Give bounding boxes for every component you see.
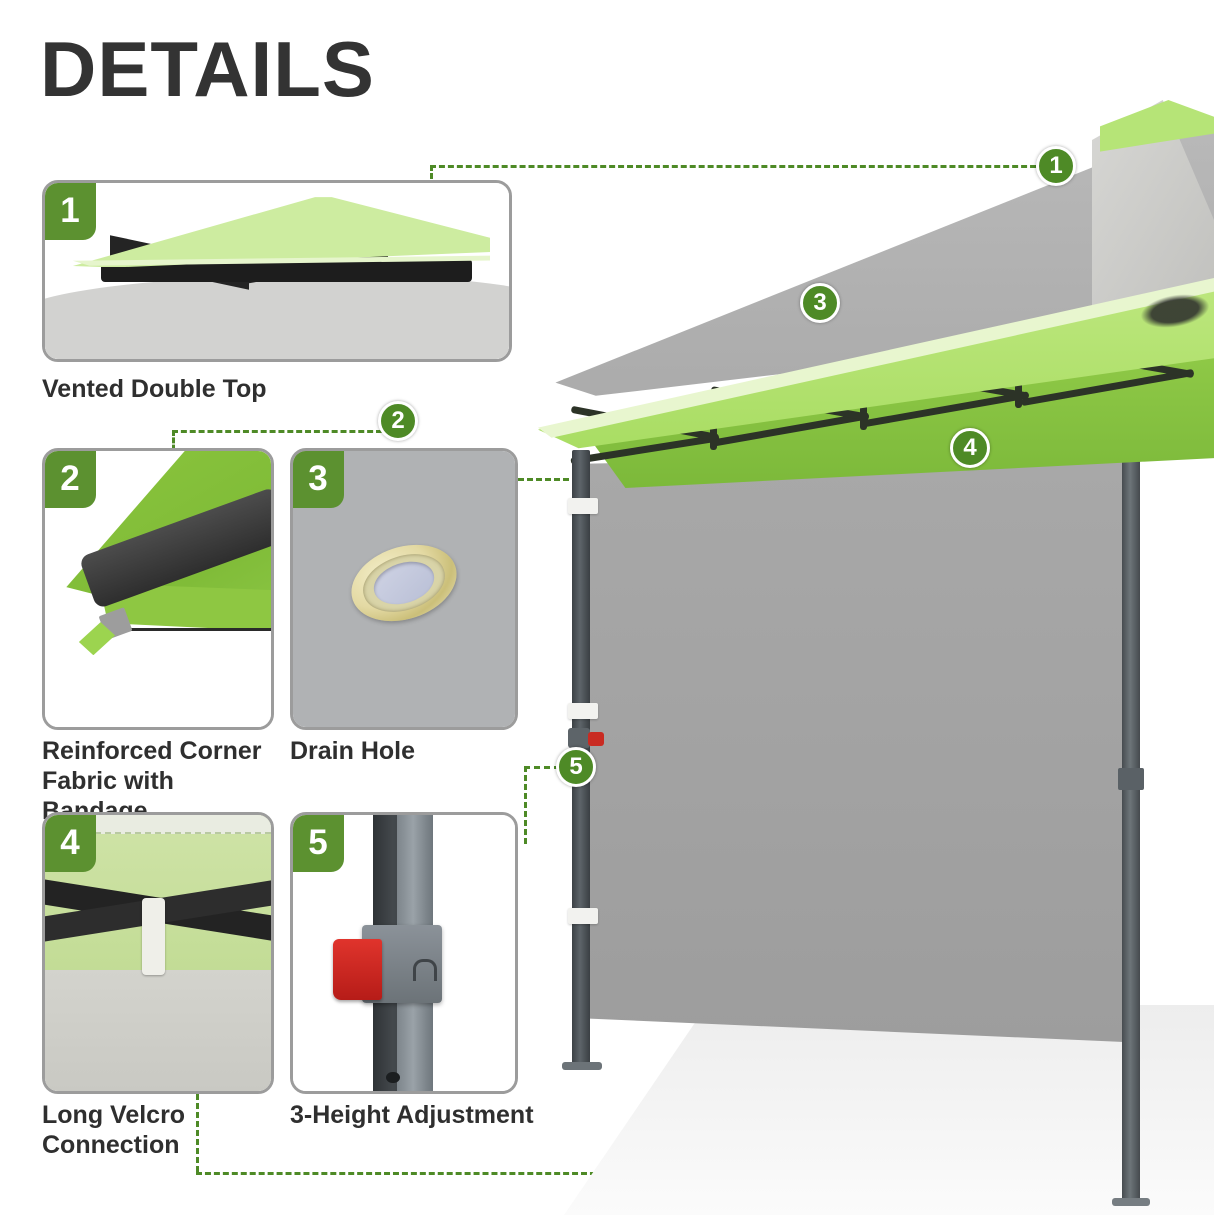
feature-panel-2[interactable]: 2 [42, 448, 274, 730]
leg-red-latch [588, 732, 604, 746]
feature-caption-5: 3-Height Adjustment [290, 1101, 534, 1129]
feature-caption-4-line1: Long Velcro [42, 1101, 186, 1129]
connector-4-vertical-left [196, 1094, 199, 1172]
red-latch-button [332, 939, 382, 1000]
vented-double-top-image [45, 183, 509, 359]
product-marker-5[interactable]: 5 [556, 747, 596, 787]
grommet-icon [341, 532, 467, 635]
connector-2-horizontal [172, 430, 382, 433]
connector-1-horizontal [430, 165, 1045, 168]
leg-velcro-strap-top [568, 498, 598, 514]
feature-panel-1[interactable]: 1 [42, 180, 512, 362]
feature-panel-3[interactable]: 3 [290, 448, 518, 730]
feature-caption-4-line2: Connection [42, 1131, 180, 1159]
feature-caption-1: Vented Double Top [42, 375, 267, 403]
product-marker-4[interactable]: 4 [950, 428, 990, 468]
product-marker-2[interactable]: 2 [378, 401, 418, 441]
feature-panel-4[interactable]: 4 [42, 812, 274, 1094]
feature-caption-2-line1: Reinforced Corner [42, 737, 262, 765]
panel-badge-1: 1 [45, 183, 96, 240]
panel-badge-4: 4 [45, 815, 96, 872]
product-marker-3[interactable]: 3 [800, 283, 840, 323]
panel-badge-3: 3 [293, 451, 344, 508]
feature-caption-3: Drain Hole [290, 737, 416, 765]
velcro-strap [142, 897, 165, 976]
connector-2-vertical [172, 430, 175, 458]
panel-badge-5: 5 [293, 815, 344, 872]
leg-velcro-strap-bottom [568, 908, 598, 924]
product-illustration [500, 100, 1214, 1215]
connector-4-horizontal [196, 1172, 972, 1175]
panel-badge-2: 2 [45, 451, 96, 508]
leg-latch-housing [568, 728, 590, 748]
feature-panel-5[interactable]: 5 [290, 812, 518, 1094]
leg-velcro-strap-middle [568, 703, 598, 719]
page-title: DETAILS [40, 25, 375, 113]
connector-5-vertical [524, 766, 527, 844]
canopy-leg-right [1122, 460, 1140, 1205]
canopy-sidewall [584, 452, 1124, 1042]
connector-5-horizontal [524, 766, 560, 769]
hook-icon [412, 958, 437, 981]
feature-caption-4: Long Velcro Connection [42, 1100, 202, 1160]
product-marker-1[interactable]: 1 [1036, 146, 1076, 186]
